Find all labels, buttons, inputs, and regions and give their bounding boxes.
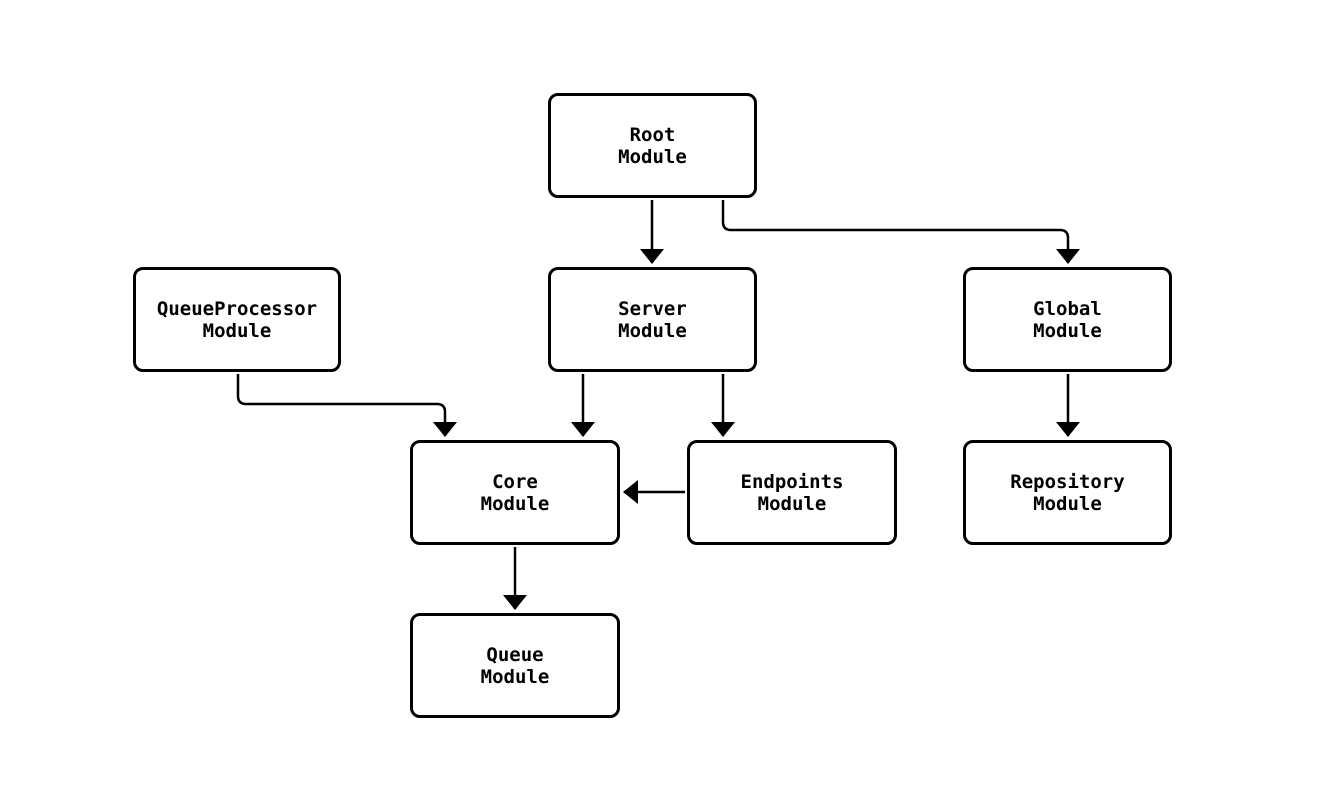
node-endpoints-module: Endpoints Module	[687, 440, 897, 545]
edge-root-to-global	[721, 200, 1080, 264]
node-server-module: Server Module	[548, 267, 757, 372]
node-queueprocessor-module: QueueProcessor Module	[133, 267, 341, 372]
node-queue-module: Queue Module	[410, 613, 620, 718]
edge-queueprocessor-to-core	[236, 374, 457, 437]
node-core-module: Core Module	[410, 440, 620, 545]
node-global-module: Global Module	[963, 267, 1172, 372]
node-repository-module: Repository Module	[963, 440, 1172, 545]
node-root-module: Root Module	[548, 93, 757, 198]
